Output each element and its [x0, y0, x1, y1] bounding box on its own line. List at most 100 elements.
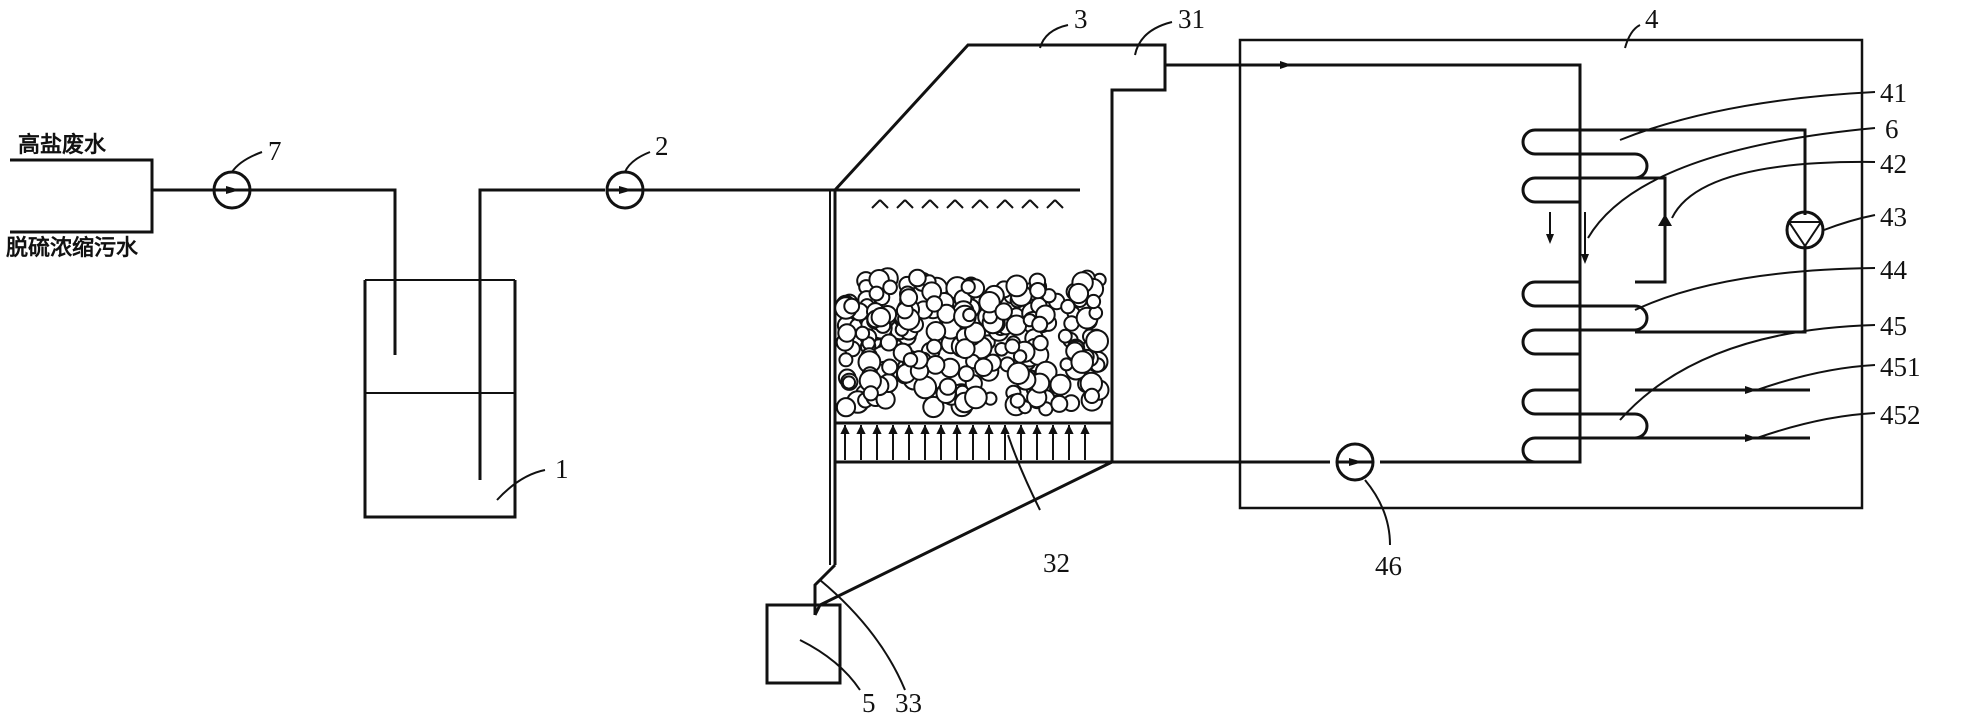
packing-ball	[899, 288, 919, 308]
packing-ball	[1009, 392, 1026, 409]
tank-1	[363, 279, 517, 519]
packing-ball	[1005, 274, 1029, 298]
packing-ball	[1067, 282, 1090, 305]
packing-ball	[1060, 298, 1076, 315]
label-42: 42	[1880, 149, 1907, 179]
packing-ball	[1070, 350, 1094, 374]
valve-42	[1658, 214, 1672, 226]
label-4: 4	[1645, 4, 1659, 34]
pipe-to-tank-1	[250, 188, 397, 355]
distributor-arrow	[856, 424, 866, 434]
reactor-cone	[813, 460, 1113, 616]
packing-ball	[1032, 334, 1049, 352]
packing-ball	[1049, 373, 1072, 396]
inlet-bracket	[10, 158, 154, 234]
packing-ball	[843, 297, 861, 315]
collection-tank-5	[765, 603, 842, 685]
coil-41	[1521, 128, 1649, 204]
label-7: 7	[268, 136, 282, 166]
distributor-arrow	[1080, 424, 1090, 434]
packing-ball	[960, 279, 976, 295]
label-41: 41	[1880, 78, 1907, 108]
packing-bed	[834, 267, 1110, 419]
pump-7	[212, 170, 252, 210]
pump-46	[1335, 442, 1375, 482]
packing-ball	[1006, 361, 1030, 385]
packing-ball	[1031, 315, 1049, 333]
packing-ball	[925, 355, 946, 375]
packing-ball	[902, 352, 919, 368]
distributor-32	[835, 421, 1112, 464]
packing-ball	[881, 358, 899, 376]
distributor-arrow	[904, 424, 914, 434]
packing-ball	[870, 307, 891, 328]
distributor-arrow	[1016, 424, 1026, 434]
packing-ball	[838, 352, 854, 368]
label-46: 46	[1375, 551, 1402, 581]
label-43: 43	[1880, 202, 1907, 232]
packing-ball	[908, 268, 927, 288]
flow-arrows-down	[1546, 212, 1589, 264]
label-3: 3	[1074, 4, 1088, 34]
label-452: 452	[1880, 400, 1921, 430]
packing-ball	[1083, 387, 1101, 404]
packing-ball	[1050, 394, 1069, 413]
packing-ball	[879, 333, 898, 352]
packing-ball	[954, 338, 976, 360]
label-5: 5	[862, 688, 876, 718]
leader-lines	[231, 21, 1876, 691]
label-1: 1	[555, 454, 569, 484]
packing-ball	[1029, 282, 1047, 300]
flow-arrow-31	[1280, 61, 1292, 69]
distributor-arrow	[872, 424, 882, 434]
distributor-arrow	[888, 424, 898, 434]
packing-ball	[862, 385, 879, 402]
packing-ball	[1057, 328, 1073, 344]
pipe-31-loop	[1165, 63, 1582, 464]
compressor-43	[1785, 210, 1825, 250]
outlet-452-arrow	[1745, 434, 1757, 442]
unit-box-4	[1238, 38, 1864, 510]
packing-ball	[994, 302, 1013, 321]
label-451: 451	[1880, 352, 1921, 382]
packing-ball	[854, 325, 871, 341]
distributor-arrow	[1064, 424, 1074, 434]
coil-44	[1521, 280, 1649, 356]
packing-ball	[1004, 338, 1021, 355]
packing-ball	[926, 338, 943, 355]
packing-ball	[1085, 293, 1102, 310]
packing-ball	[882, 279, 898, 296]
distributor-arrow	[1000, 424, 1010, 434]
label-31: 31	[1178, 4, 1205, 34]
packing-ball	[1085, 329, 1109, 354]
packing-ball	[841, 375, 857, 390]
packing-ball	[973, 357, 994, 377]
packing-ball	[925, 321, 947, 342]
reactor-3	[813, 43, 1167, 616]
pump-2	[605, 170, 645, 210]
packing-ball	[868, 285, 885, 302]
packing-ball	[925, 295, 943, 313]
packing-ball	[835, 397, 857, 418]
label-44: 44	[1880, 255, 1908, 285]
distributor-arrow	[952, 424, 962, 434]
inlet-label-high-salt: 高盐废水	[18, 132, 107, 158]
pipe-from-tank-1	[478, 188, 605, 480]
packing-ball	[957, 365, 975, 383]
label-6: 6	[1885, 114, 1899, 144]
label-32: 32	[1043, 548, 1070, 578]
distributor-arrow	[984, 424, 994, 434]
packing-ball	[922, 395, 945, 419]
packing-ball	[978, 291, 1001, 314]
label-33: 33	[895, 688, 922, 718]
expansion-line	[1635, 176, 1667, 284]
outlet-451-arrow	[1745, 386, 1757, 394]
distributor-arrow	[936, 424, 946, 434]
distributor-arrow	[968, 424, 978, 434]
label-45: 45	[1880, 311, 1907, 341]
spray-nozzles	[871, 199, 1064, 209]
inlet-label-desulfurization: 脱硫浓缩污水	[6, 235, 139, 261]
packing-ball	[837, 323, 857, 343]
label-2: 2	[655, 131, 669, 161]
